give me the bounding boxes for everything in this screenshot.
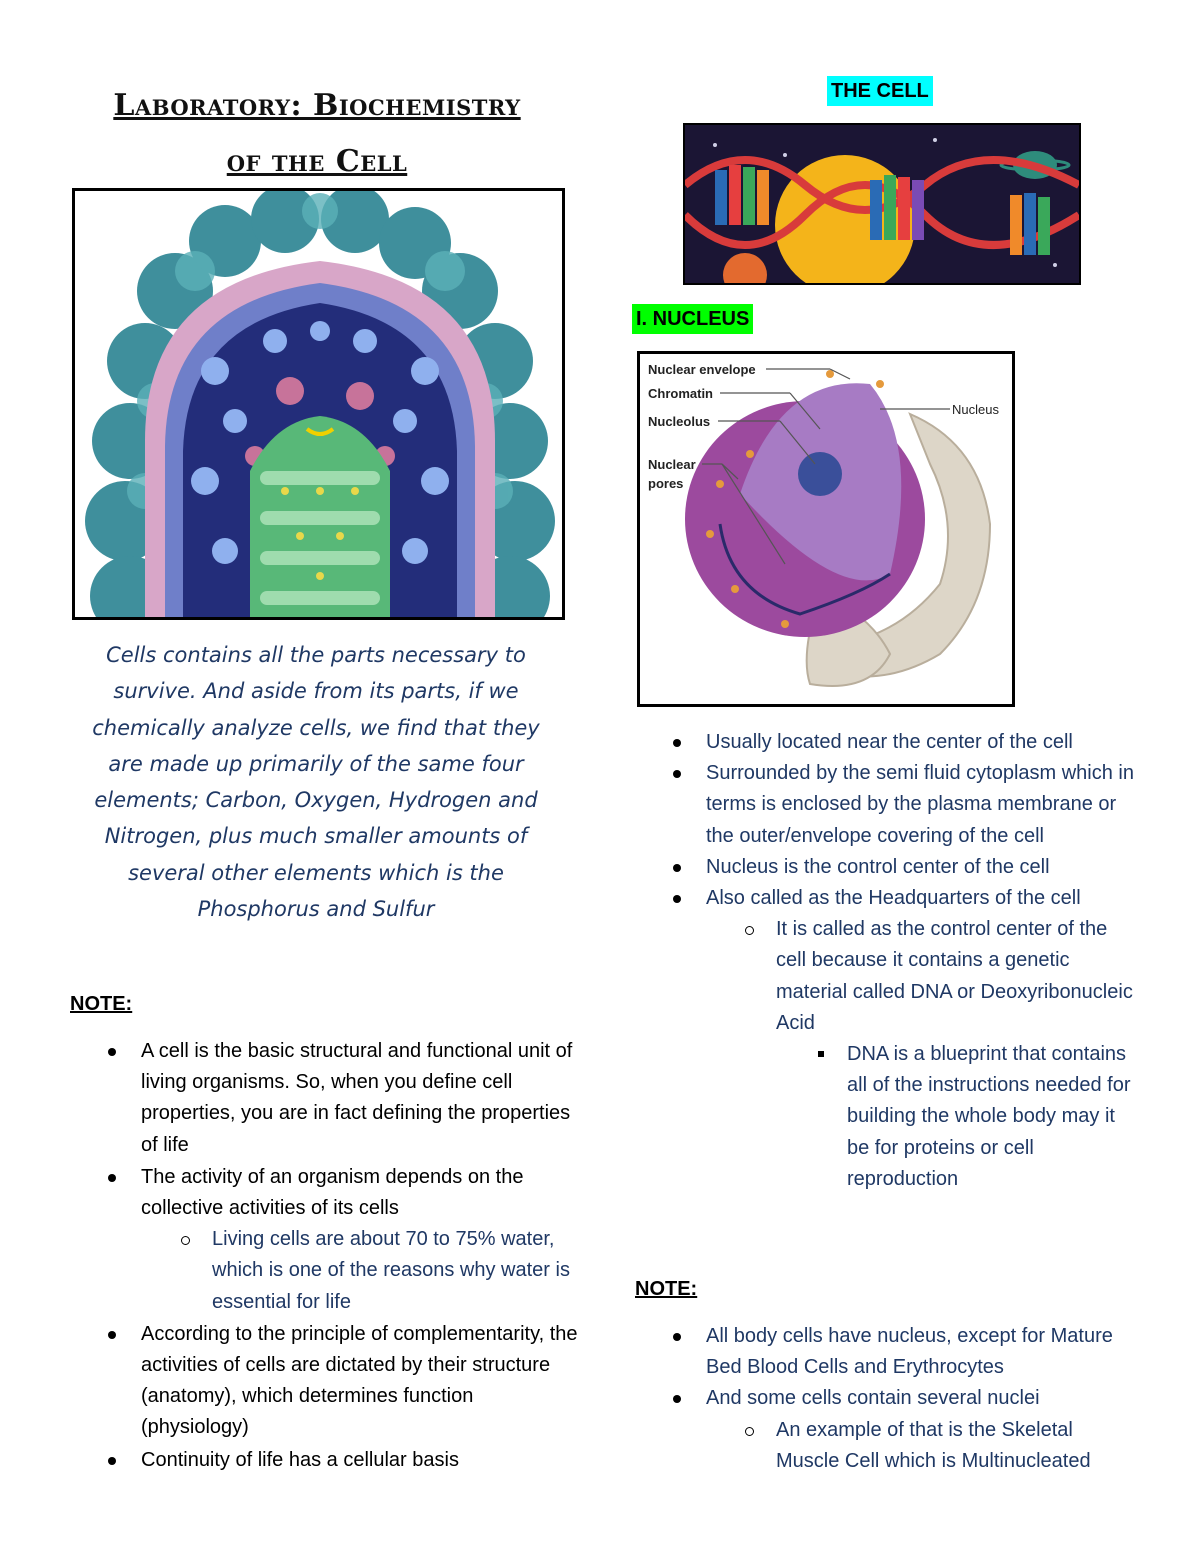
nucleus-item: Also called as the Headquarters of the c…	[673, 883, 1136, 914]
label-nuclear-pores-line1: Nuclear	[648, 457, 696, 472]
label-chromatin: Chromatin	[648, 386, 713, 401]
label-nuclear-pores-line2: pores	[648, 476, 683, 491]
left-note-list: A cell is the basic structural and funct…	[108, 1036, 581, 1476]
page-title: Laboratory: Biochemistry of the Cell	[62, 78, 572, 190]
label-nucleolus: Nucleolus	[648, 414, 710, 429]
nucleus-list: Usually located near the center of the c…	[673, 727, 1136, 1195]
left-note-item: Continuity of life has a cellular basis	[108, 1445, 581, 1476]
right-note-item: All body cells have nucleus, except for …	[673, 1321, 1136, 1383]
left-note-heading: NOTE:	[70, 993, 133, 1015]
nucleus-subitem: It is called as the control center of th…	[745, 914, 1136, 1039]
nucleus-item: Surrounded by the semi fluid cytoplasm w…	[673, 758, 1136, 852]
label-nucleus: Nucleus	[952, 402, 999, 417]
dna-banner-image	[685, 125, 1079, 283]
nucleus-subsubitem: DNA is a blueprint that contains all of …	[818, 1039, 1136, 1195]
left-note-item: A cell is the basic structural and funct…	[108, 1036, 581, 1161]
cell-illustration	[72, 188, 565, 620]
right-note-item: And some cells contain several nuclei	[673, 1383, 1136, 1414]
the-cell-heading: THE CELL	[827, 76, 933, 106]
left-note-item: According to the principle of complement…	[108, 1319, 581, 1444]
cell-cross-section-image	[75, 191, 562, 617]
nucleus-item: Usually located near the center of the c…	[673, 727, 1136, 758]
right-note-list: All body cells have nucleus, except for …	[673, 1321, 1136, 1477]
right-note-subitem: An example of that is the Skeletal Muscl…	[745, 1415, 1136, 1477]
left-note-subitem: Living cells are about 70 to 75% water, …	[181, 1224, 581, 1318]
nucleus-diagram: Nuclear envelope Chromatin Nucleolus Nuc…	[637, 351, 1015, 707]
intro-paragraph: Cells contains all the parts necessary t…	[92, 643, 540, 922]
label-nuclear-envelope: Nuclear envelope	[648, 362, 756, 377]
left-note-item: The activity of an organism depends on t…	[108, 1162, 581, 1224]
page-title-line-1: Laboratory: Biochemistry	[113, 88, 521, 123]
dna-books-banner	[683, 123, 1081, 285]
nucleus-heading: I. NUCLEUS	[632, 304, 754, 334]
nucleus-item: Nucleus is the control center of the cel…	[673, 852, 1136, 883]
nucleus-diagram-image: Nuclear envelope Chromatin Nucleolus Nuc…	[640, 354, 1012, 704]
page-title-line-2: of the Cell	[226, 144, 408, 179]
the-cell-heading-text: THE CELL	[831, 80, 929, 102]
right-note-heading: NOTE:	[635, 1278, 698, 1300]
nucleus-heading-text: I. NUCLEUS	[636, 308, 750, 330]
